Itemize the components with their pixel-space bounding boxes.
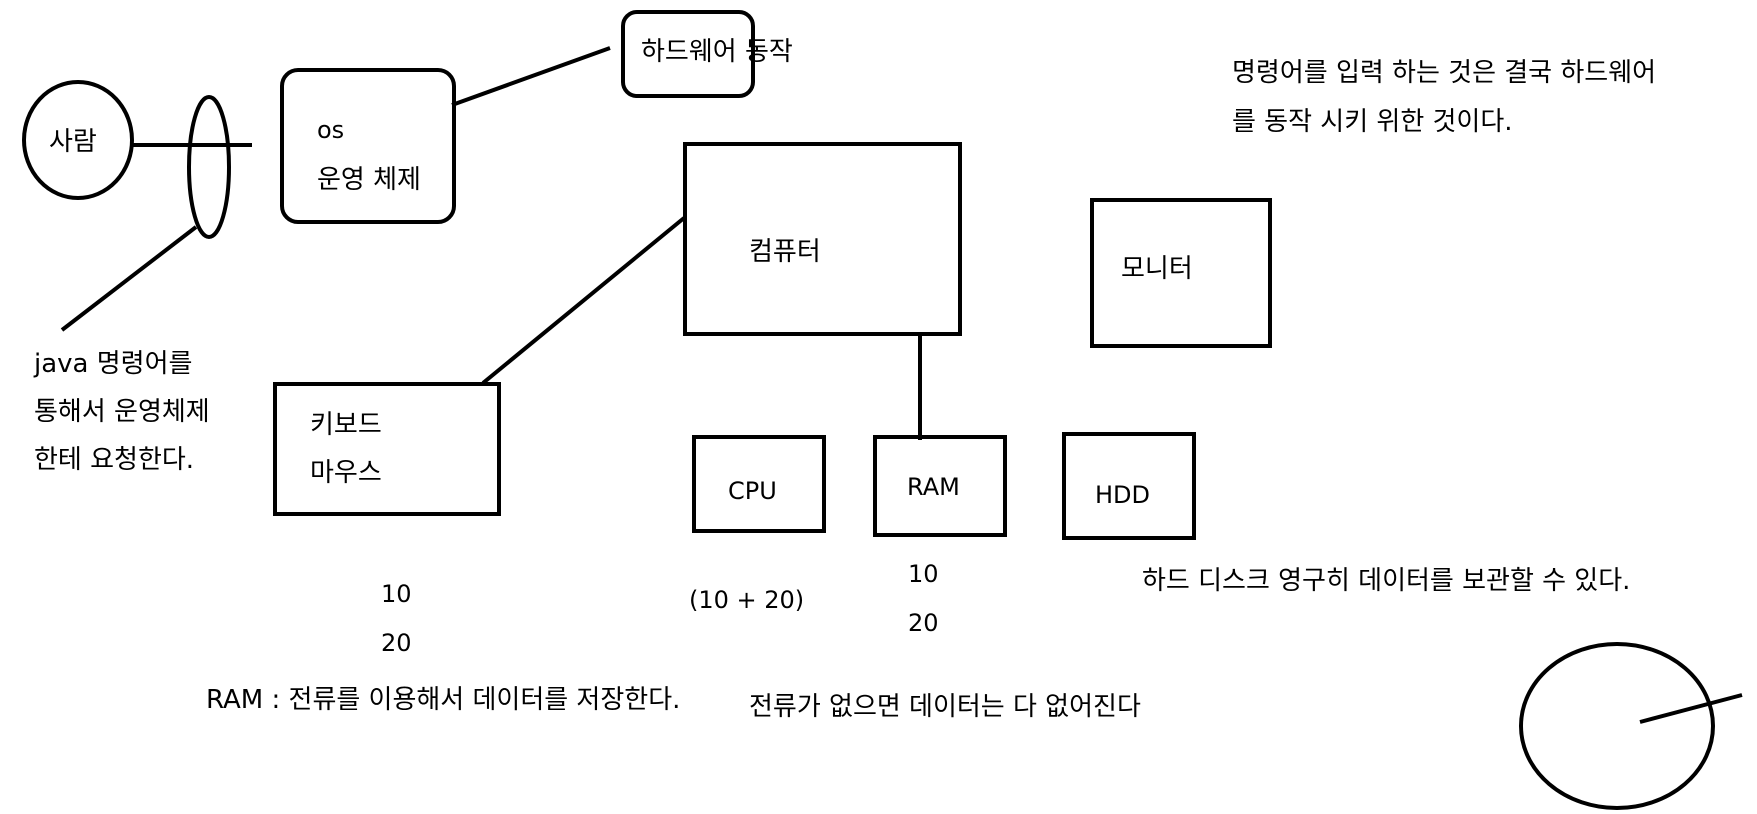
java-note-line2: 통해서 운영체제 — [34, 397, 210, 427]
java-note-line3: 한테 요청한다. — [34, 445, 195, 475]
hdd-label: HDD — [1095, 481, 1151, 509]
cpu-box — [692, 435, 826, 533]
os-label: os — [317, 116, 345, 144]
os-hardware-connector — [451, 46, 611, 107]
monitor-label: 모니터 — [1121, 254, 1193, 284]
left-value-10: 10 — [381, 580, 412, 608]
disk-needle — [1639, 693, 1743, 724]
person-circle — [22, 80, 134, 200]
power-note: 전류가 없으면 데이터는 다 없어진다 — [749, 692, 1141, 722]
hdd-box — [1062, 432, 1196, 540]
ram-label: RAM — [907, 473, 960, 501]
java-note-line1: java 명령어를 — [34, 349, 193, 379]
ram-box — [873, 435, 1007, 537]
interface-ellipse — [187, 95, 231, 239]
cpu-label: CPU — [728, 477, 777, 505]
computer-keyboard-connector — [481, 216, 686, 385]
mouse-label: 마우스 — [310, 458, 382, 488]
left-value-20: 20 — [381, 629, 412, 657]
computer-label: 컴퓨터 — [749, 237, 821, 267]
command-note-line1: 명령어를 입력 하는 것은 결국 하드웨어 — [1232, 58, 1657, 88]
monitor-box — [1090, 198, 1272, 348]
keyboard-label: 키보드 — [310, 410, 382, 440]
command-note-line2: 를 동작 시키 위한 것이다. — [1232, 107, 1513, 137]
ram-note: RAM : 전류를 이용해서 데이터를 저장한다. — [206, 685, 681, 715]
os-label-korean: 운영 체제 — [317, 165, 421, 195]
ram-value-20: 20 — [908, 609, 939, 637]
person-label: 사람 — [49, 127, 97, 157]
os-box — [280, 68, 456, 224]
hdd-note: 하드 디스크 영구히 데이터를 보관할 수 있다. — [1142, 566, 1631, 596]
computer-box — [683, 142, 962, 336]
hardware-action-box — [621, 10, 755, 98]
java-note-pointer — [60, 225, 198, 332]
cpu-expression: (10 + 20) — [689, 586, 805, 614]
ram-value-10: 10 — [908, 560, 939, 588]
keyboard-mouse-box — [273, 382, 501, 516]
hardware-action-label: 하드웨어 동작 — [641, 37, 793, 67]
disk-circle — [1519, 642, 1715, 810]
